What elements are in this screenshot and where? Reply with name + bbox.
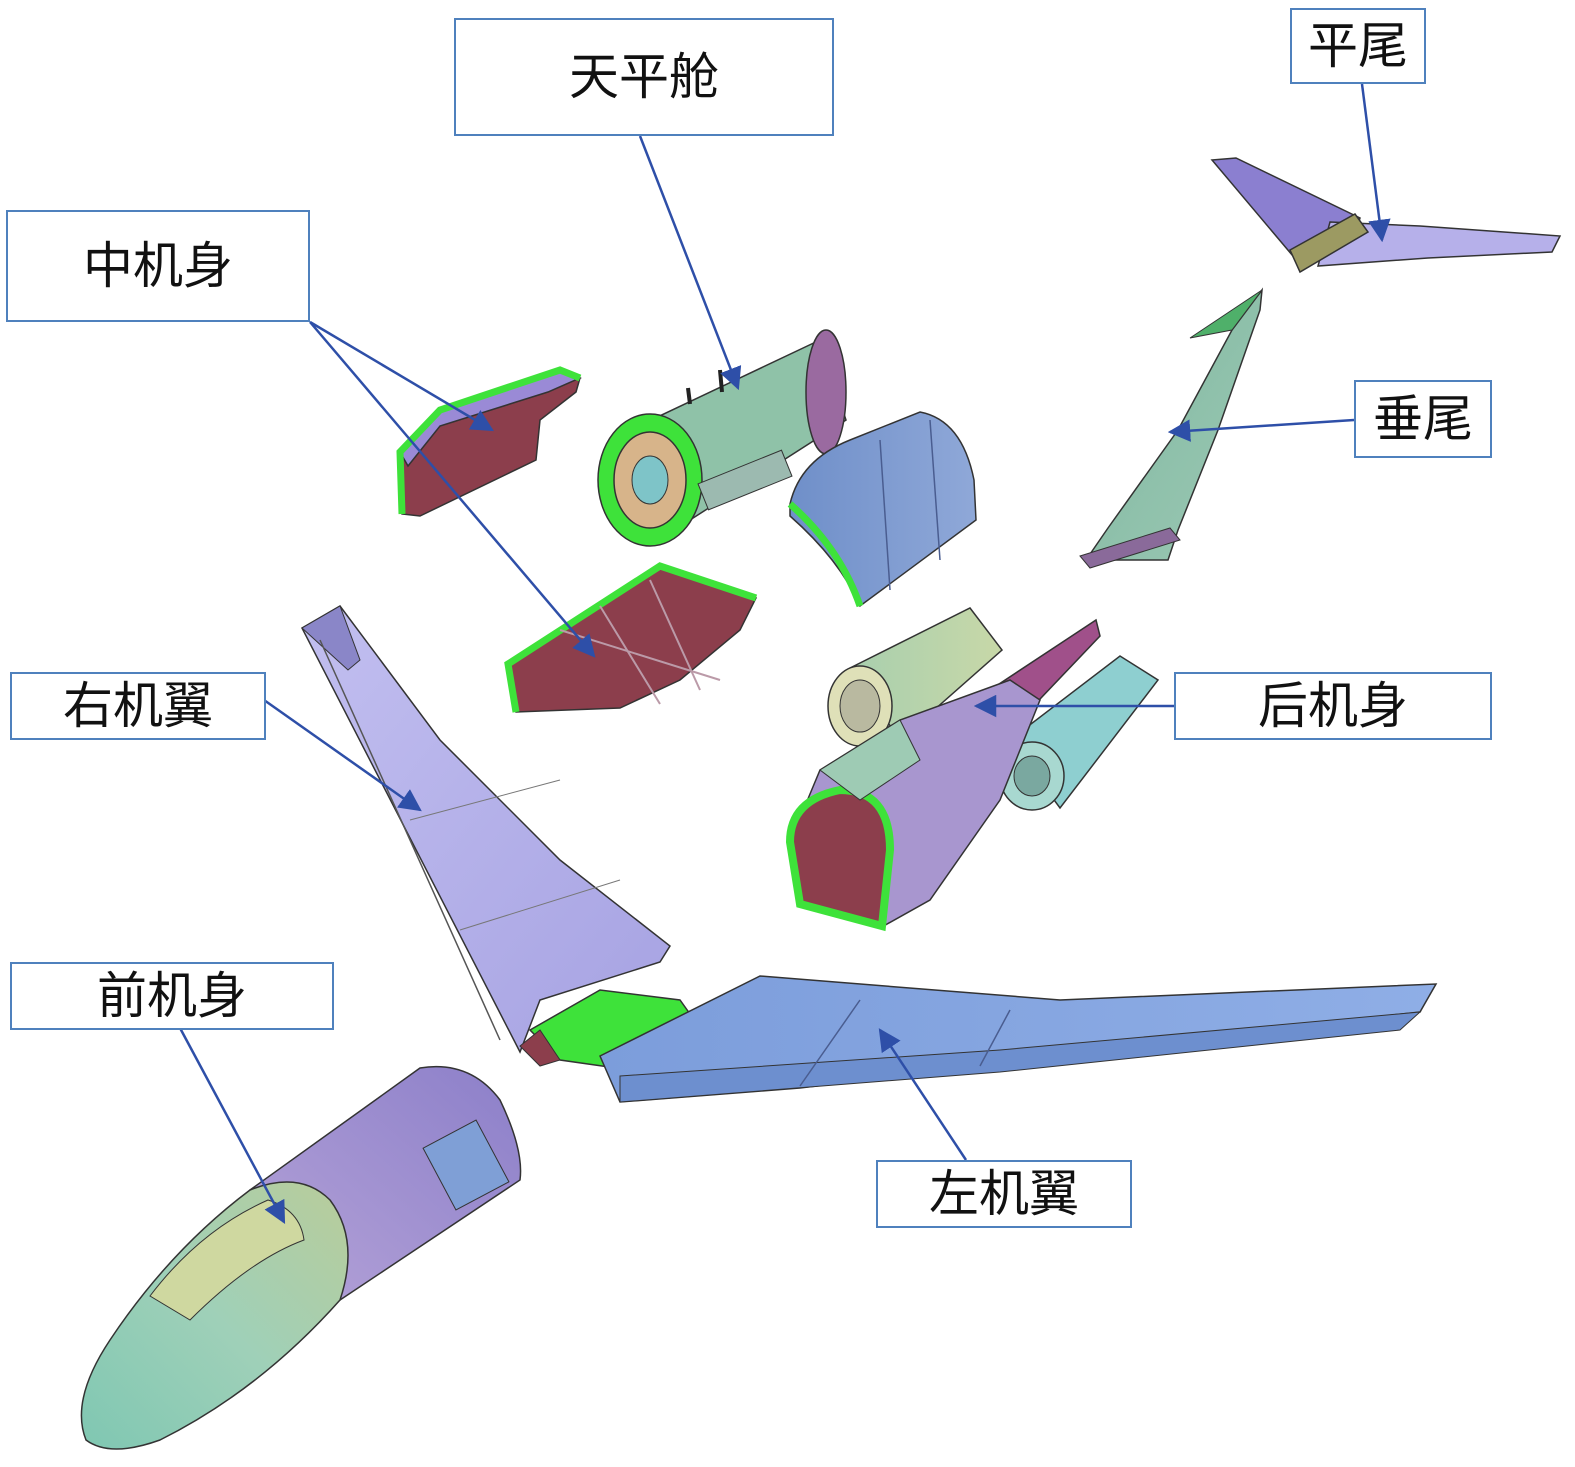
label-zhongjishen: 中机身: [6, 210, 310, 322]
label-youjiyi: 右机翼: [10, 672, 266, 740]
left-wing-part: [600, 976, 1436, 1102]
horizontal-tail-part: [1212, 158, 1560, 272]
label-zuojiyi: 左机翼: [876, 1160, 1132, 1228]
leader-line-pingwei: [1362, 84, 1382, 240]
leader-line-qianjishen: [180, 1028, 284, 1222]
leader-line-zhongjishen-upper: [310, 322, 492, 430]
label-houjishen: 后机身: [1174, 672, 1492, 740]
mid-fuselage-lower-part: [508, 566, 756, 712]
label-pingwei: 平尾: [1290, 8, 1426, 84]
aft-fuselage-part: [790, 608, 1158, 928]
label-chuiwei: 垂尾: [1354, 380, 1492, 458]
label-tianpingcang: 天平舱: [454, 18, 834, 136]
leader-line-tianpingcang: [640, 136, 738, 388]
label-qianjishen: 前机身: [10, 962, 334, 1030]
forward-fuselage-part: [81, 1067, 520, 1449]
